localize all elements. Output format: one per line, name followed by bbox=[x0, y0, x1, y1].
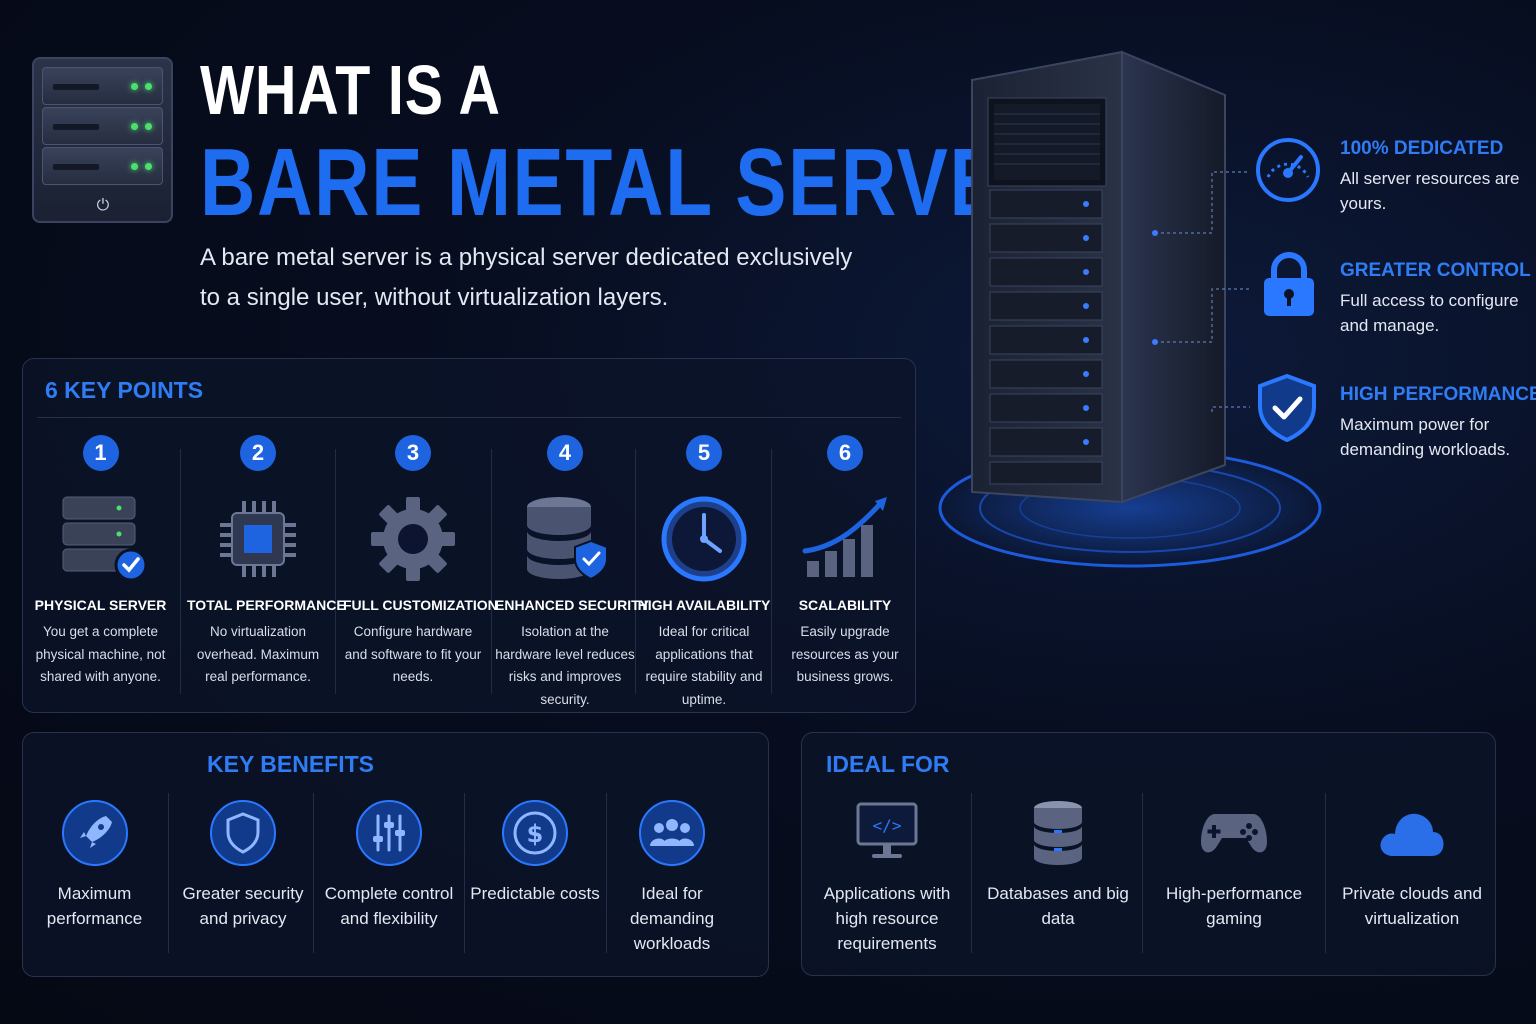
key-point-desc: You get a complete physical machine, not… bbox=[35, 624, 166, 684]
ideal-for-title: IDEAL FOR bbox=[826, 751, 950, 777]
number-badge: 6 bbox=[827, 435, 863, 471]
number-badge: 3 bbox=[395, 435, 431, 471]
database-icon bbox=[1034, 801, 1082, 865]
clock-icon bbox=[661, 496, 747, 582]
svg-text:</>: </> bbox=[873, 816, 902, 835]
feature-desc-performance: Maximum power for demanding workloads. bbox=[1340, 415, 1511, 459]
server-logo-icon: ⏻ bbox=[32, 57, 173, 223]
key-point-item: 3 FULL CUSTOMIZATION Configure hardware … bbox=[343, 429, 498, 699]
benefit-item: Complete control and flexibility bbox=[319, 793, 459, 968]
key-point-name: ENHANCED SECURITY bbox=[495, 597, 650, 613]
lock-icon bbox=[1264, 252, 1314, 316]
key-point-name: FULL CUSTOMIZATION bbox=[343, 597, 498, 613]
key-point-desc: Isolation at the hardware level reduces … bbox=[495, 624, 635, 707]
key-point-name: TOTAL PERFORMANCE bbox=[187, 597, 346, 613]
key-point-name: SCALABILITY bbox=[798, 597, 892, 613]
key-point-desc: No virtualization overhead. Maximum real… bbox=[196, 624, 320, 684]
benefit-label: Maximum performance bbox=[46, 884, 143, 928]
key-point-item: 5 HIGH AVAILABILITY Ideal for critical a… bbox=[637, 429, 771, 707]
gear-icon bbox=[371, 497, 455, 581]
power-icon: ⏻ bbox=[96, 197, 110, 214]
feature-desc-control: Full access to configure and manage. bbox=[1340, 291, 1519, 335]
benefit-label: Ideal for demanding workloads bbox=[629, 884, 715, 953]
ideal-item: High-performance gaming bbox=[1152, 793, 1316, 968]
key-benefits-title: KEY BENEFITS bbox=[207, 751, 374, 777]
key-point-item: 6 SCALABILITY Easily upgrade resources a… bbox=[775, 429, 915, 699]
key-benefits-panel: KEY BENEFITS Maximum performance Greater… bbox=[22, 732, 769, 977]
ideal-label: High-performance gaming bbox=[1165, 884, 1303, 928]
users-icon bbox=[639, 800, 705, 866]
speedometer-icon bbox=[1256, 138, 1320, 202]
ideal-label: Applications with high resource requirem… bbox=[823, 884, 951, 953]
growth-chart-icon bbox=[802, 497, 887, 577]
number-badge: 5 bbox=[686, 435, 722, 471]
shield-check-icon bbox=[1258, 373, 1316, 442]
benefit-item: $ Predictable costs bbox=[468, 793, 602, 968]
cpu-chip-icon bbox=[220, 501, 296, 577]
dollar-icon: $ bbox=[502, 800, 568, 866]
key-point-name: PHYSICAL SERVER bbox=[34, 597, 167, 613]
shield-icon bbox=[210, 800, 276, 866]
key-point-item: 4 ENHANCED SECURITY Isolation at the har… bbox=[495, 429, 650, 707]
key-point-name: HIGH AVAILABILITY bbox=[637, 597, 771, 613]
database-shield-icon bbox=[527, 497, 608, 581]
key-point-desc: Easily upgrade resources as your busines… bbox=[791, 624, 899, 684]
key-point-item: 2 TOTAL PERFORMANCE No virtualization ov… bbox=[187, 429, 346, 699]
rocket-icon bbox=[61, 800, 128, 866]
feature-title-performance: HIGH PERFORMANCE bbox=[1340, 384, 1536, 405]
cloud-icon bbox=[1380, 813, 1444, 856]
ideal-label: Private clouds and virtualization bbox=[1342, 884, 1482, 928]
benefit-label: Predictable costs bbox=[470, 884, 600, 903]
feature-title-control: GREATER CONTROL bbox=[1340, 260, 1531, 281]
svg-text:$: $ bbox=[527, 820, 544, 848]
benefit-item: Greater security and privacy bbox=[173, 793, 313, 968]
ideal-item: </> Applications with high resource requ… bbox=[806, 793, 968, 968]
number-badge: 1 bbox=[82, 435, 119, 471]
ideal-for-panel: IDEAL FOR </> Applications with high res… bbox=[801, 732, 1496, 976]
page-title-line1: WHAT IS A bbox=[200, 51, 501, 129]
page-title-line2: BARE METAL SERVER? bbox=[200, 129, 1108, 236]
number-badge: 2 bbox=[240, 435, 276, 471]
code-monitor-icon: </> bbox=[856, 802, 918, 858]
key-points-panel: 6 KEY POINTS 1 PHYSICAL SERVER You get a… bbox=[22, 358, 916, 713]
benefit-label: Greater security and privacy bbox=[182, 884, 304, 928]
server-tower-illustration bbox=[930, 50, 1330, 570]
server-check-icon bbox=[62, 496, 147, 582]
feature-desc-dedicated: All server resources are yours. bbox=[1340, 169, 1520, 213]
benefit-item: Maximum performance bbox=[23, 793, 166, 968]
benefit-label: Complete control and flexibility bbox=[324, 884, 454, 928]
ideal-item: Private clouds and virtualization bbox=[1332, 793, 1492, 968]
gamepad-icon bbox=[1201, 814, 1267, 853]
key-point-desc: Ideal for critical applications that req… bbox=[645, 624, 763, 707]
feature-title-dedicated: 100% DEDICATED bbox=[1340, 138, 1504, 159]
benefit-item: Ideal for demanding workloads bbox=[609, 793, 735, 968]
key-point-desc: Configure hardware and software to fit y… bbox=[344, 624, 482, 684]
page-subtitle: A bare metal server is a physical server… bbox=[200, 244, 853, 311]
key-points-title: 6 KEY POINTS bbox=[45, 377, 204, 403]
key-point-item: 1 PHYSICAL SERVER You get a complete phy… bbox=[33, 429, 168, 699]
number-badge: 4 bbox=[547, 435, 583, 471]
ideal-item: Databases and big data bbox=[978, 793, 1138, 968]
sliders-icon bbox=[356, 800, 422, 866]
ideal-label: Databases and big data bbox=[987, 884, 1129, 928]
